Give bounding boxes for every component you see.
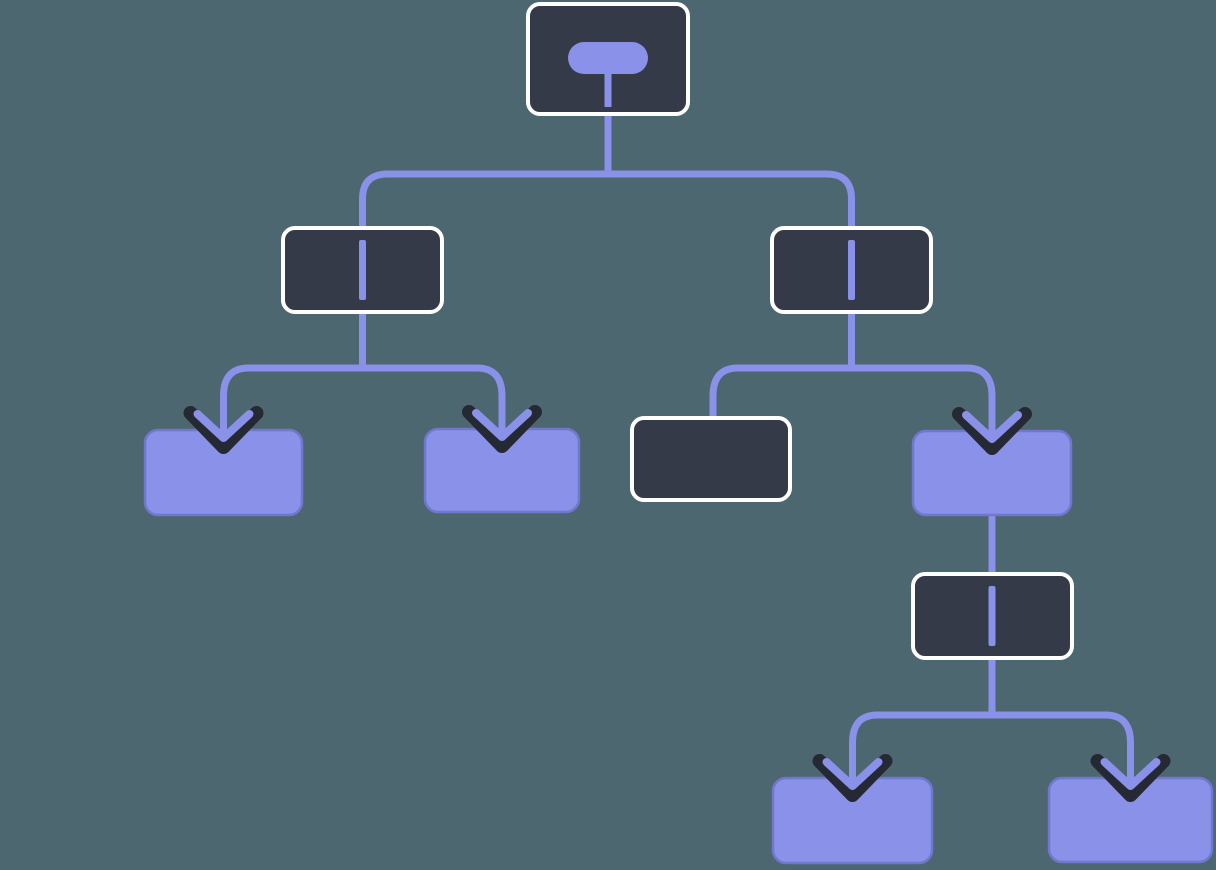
branch-right-pass-bar [848,240,855,300]
connectors [220,108,1134,784]
connector-root-to-branches [359,170,855,232]
branch-bottom-pass-bar [988,586,996,646]
node-inner-decorations [359,42,996,646]
purple-leaves [143,427,1214,865]
connector-branch-right-to-leaves [709,364,996,437]
root-pill-stem [604,71,612,107]
connector-branch-left-to-leaves [220,364,506,436]
connector-branch-bottom-to-leaves [849,711,1134,784]
node-dark-leaf[interactable] [630,416,792,502]
branch-left-pass-bar [359,240,366,300]
root-pill-icon [568,42,648,74]
